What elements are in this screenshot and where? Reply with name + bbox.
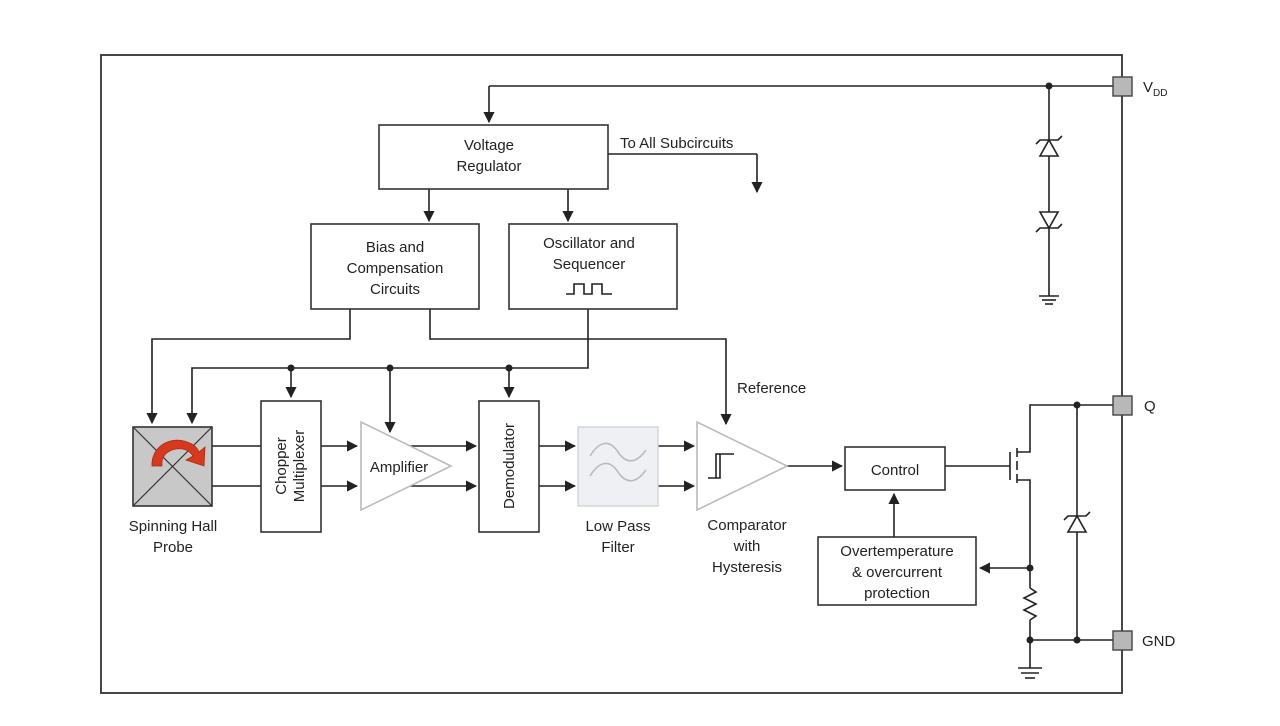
gnd-pin-label: GND — [1142, 633, 1176, 650]
zener-diode-icon — [1063, 511, 1091, 533]
hall-probe-label-2: Probe — [153, 539, 193, 556]
oscillator-sequencer-block: Oscillator and Sequencer — [508, 223, 678, 310]
oscillator-label-2: Sequencer — [553, 256, 626, 273]
gnd-pin: GND — [1112, 630, 1176, 651]
q-pin: Q — [1112, 395, 1156, 416]
low-pass-label-1: Low Pass — [585, 518, 650, 535]
square-wave-icon — [566, 283, 612, 295]
hall-probe-label-1: Spinning Hall — [129, 518, 217, 535]
vdd-pin: VDD — [1112, 76, 1167, 99]
to-all-subcircuits-label: To All Subcircuits — [620, 135, 733, 152]
amplifier-block: Amplifier — [360, 420, 453, 512]
hysteresis-icon — [708, 453, 734, 479]
vdd-pin-label: VDD — [1143, 79, 1167, 99]
reference-label: Reference — [737, 380, 806, 397]
bias-label-3: Circuits — [370, 281, 420, 298]
amplifier-label: Amplifier — [370, 459, 428, 476]
q-pin-label: Q — [1144, 398, 1156, 415]
chopper-multiplexer-block: Chopper Multiplexer — [260, 400, 322, 533]
voltage-regulator-label-2: Regulator — [456, 158, 521, 175]
comparator-label-1: Comparator — [707, 517, 786, 534]
chopper-label-1: Chopper — [273, 437, 290, 495]
voltage-regulator-block: Voltage Regulator — [378, 124, 609, 190]
voltage-regulator-label-1: Voltage — [464, 137, 514, 154]
demodulator-block: Demodulator — [478, 400, 540, 533]
comparator-label-2: with — [733, 538, 761, 555]
ground-icon — [1039, 295, 1059, 305]
ground-icon — [1018, 667, 1042, 679]
chip-boundary — [100, 54, 1123, 694]
bias-compensation-block: Bias and Compensation Circuits — [310, 223, 480, 310]
control-label: Control — [871, 462, 919, 479]
low-pass-label-2: Filter — [601, 539, 634, 556]
oscillator-label-1: Oscillator and — [543, 235, 635, 252]
protection-label-1: Overtemperature — [840, 543, 953, 560]
filter-wave-icon — [589, 442, 647, 482]
zener-diode-icon — [1035, 211, 1063, 233]
protection-label-3: protection — [864, 585, 930, 602]
spin-arrow-icon — [151, 439, 206, 467]
zener-diode-icon — [1035, 135, 1063, 157]
bias-label-1: Bias and — [366, 239, 424, 256]
chopper-label-2: Multiplexer — [291, 430, 308, 503]
protection-block: Overtemperature & overcurrent protection — [817, 536, 977, 606]
low-pass-filter-block — [577, 426, 659, 507]
spinning-hall-probe-block — [132, 426, 213, 507]
bias-label-2: Compensation — [347, 260, 444, 277]
comparator-label-3: Hysteresis — [712, 559, 782, 576]
protection-label-2: & overcurrent — [852, 564, 943, 581]
control-block: Control — [844, 446, 946, 491]
demodulator-label: Demodulator — [501, 423, 518, 509]
comparator-block — [696, 420, 789, 512]
junction-dots — [287, 82, 1081, 644]
